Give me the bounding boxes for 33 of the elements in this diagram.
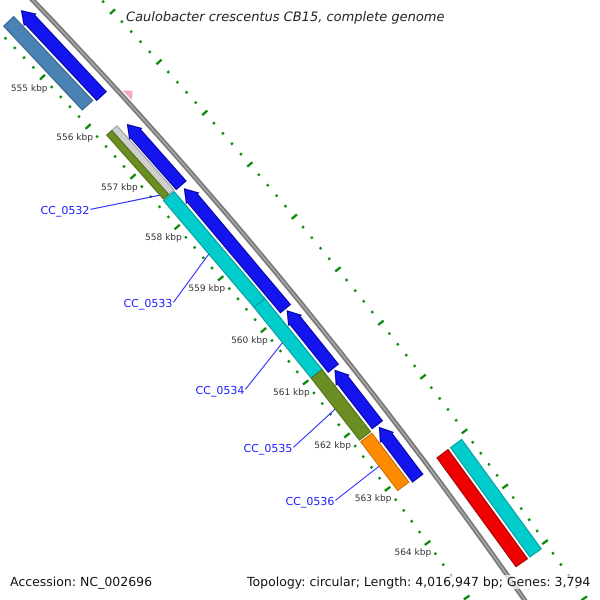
title: Caulobacter crescentus CB15, complete genome (126, 11, 444, 24)
gene-label: CC_0533 (124, 298, 172, 308)
gene-label: CC_0534 (196, 384, 244, 396)
leader-line (172, 254, 210, 303)
gene-bar (450, 438, 542, 558)
gene-block (286, 310, 340, 373)
gene-block (334, 370, 384, 430)
gene-block (184, 188, 292, 314)
scale-label: 555 kbp (10, 85, 48, 94)
scale-label: 564 kbp (394, 548, 432, 558)
leader-line (334, 466, 380, 501)
leader-line (292, 408, 336, 448)
gene-label: CC_0532 (40, 204, 90, 216)
scale-label: 563 kbp (354, 495, 392, 504)
gene-bar (436, 448, 528, 568)
gene-bar (253, 298, 323, 379)
scale-label: 562 kbp (314, 442, 351, 451)
scale-label: 560 kbp (231, 336, 268, 346)
gene-bar (360, 432, 410, 492)
leader-line (90, 194, 160, 210)
scale-label: 559 kbp (188, 285, 226, 294)
gene-bar (310, 368, 372, 441)
leader-line (244, 342, 283, 390)
scale-label: 557 kbp (101, 184, 138, 193)
gene-block (378, 426, 424, 483)
gene-label: CC_0535 (244, 442, 292, 454)
footer-text: Topology: circular; Length: 4,016,947 bp; Genes: 3,794 (247, 574, 590, 589)
scale-label: 558 kbp (145, 234, 182, 244)
gene-bar (2, 16, 94, 111)
footer-text: Accession: NC_002696 (10, 574, 152, 589)
scale-label: 556 kbp (56, 134, 93, 144)
scale-label: 561 kbp (273, 389, 310, 398)
gene-label: CC_0536 (286, 496, 334, 506)
